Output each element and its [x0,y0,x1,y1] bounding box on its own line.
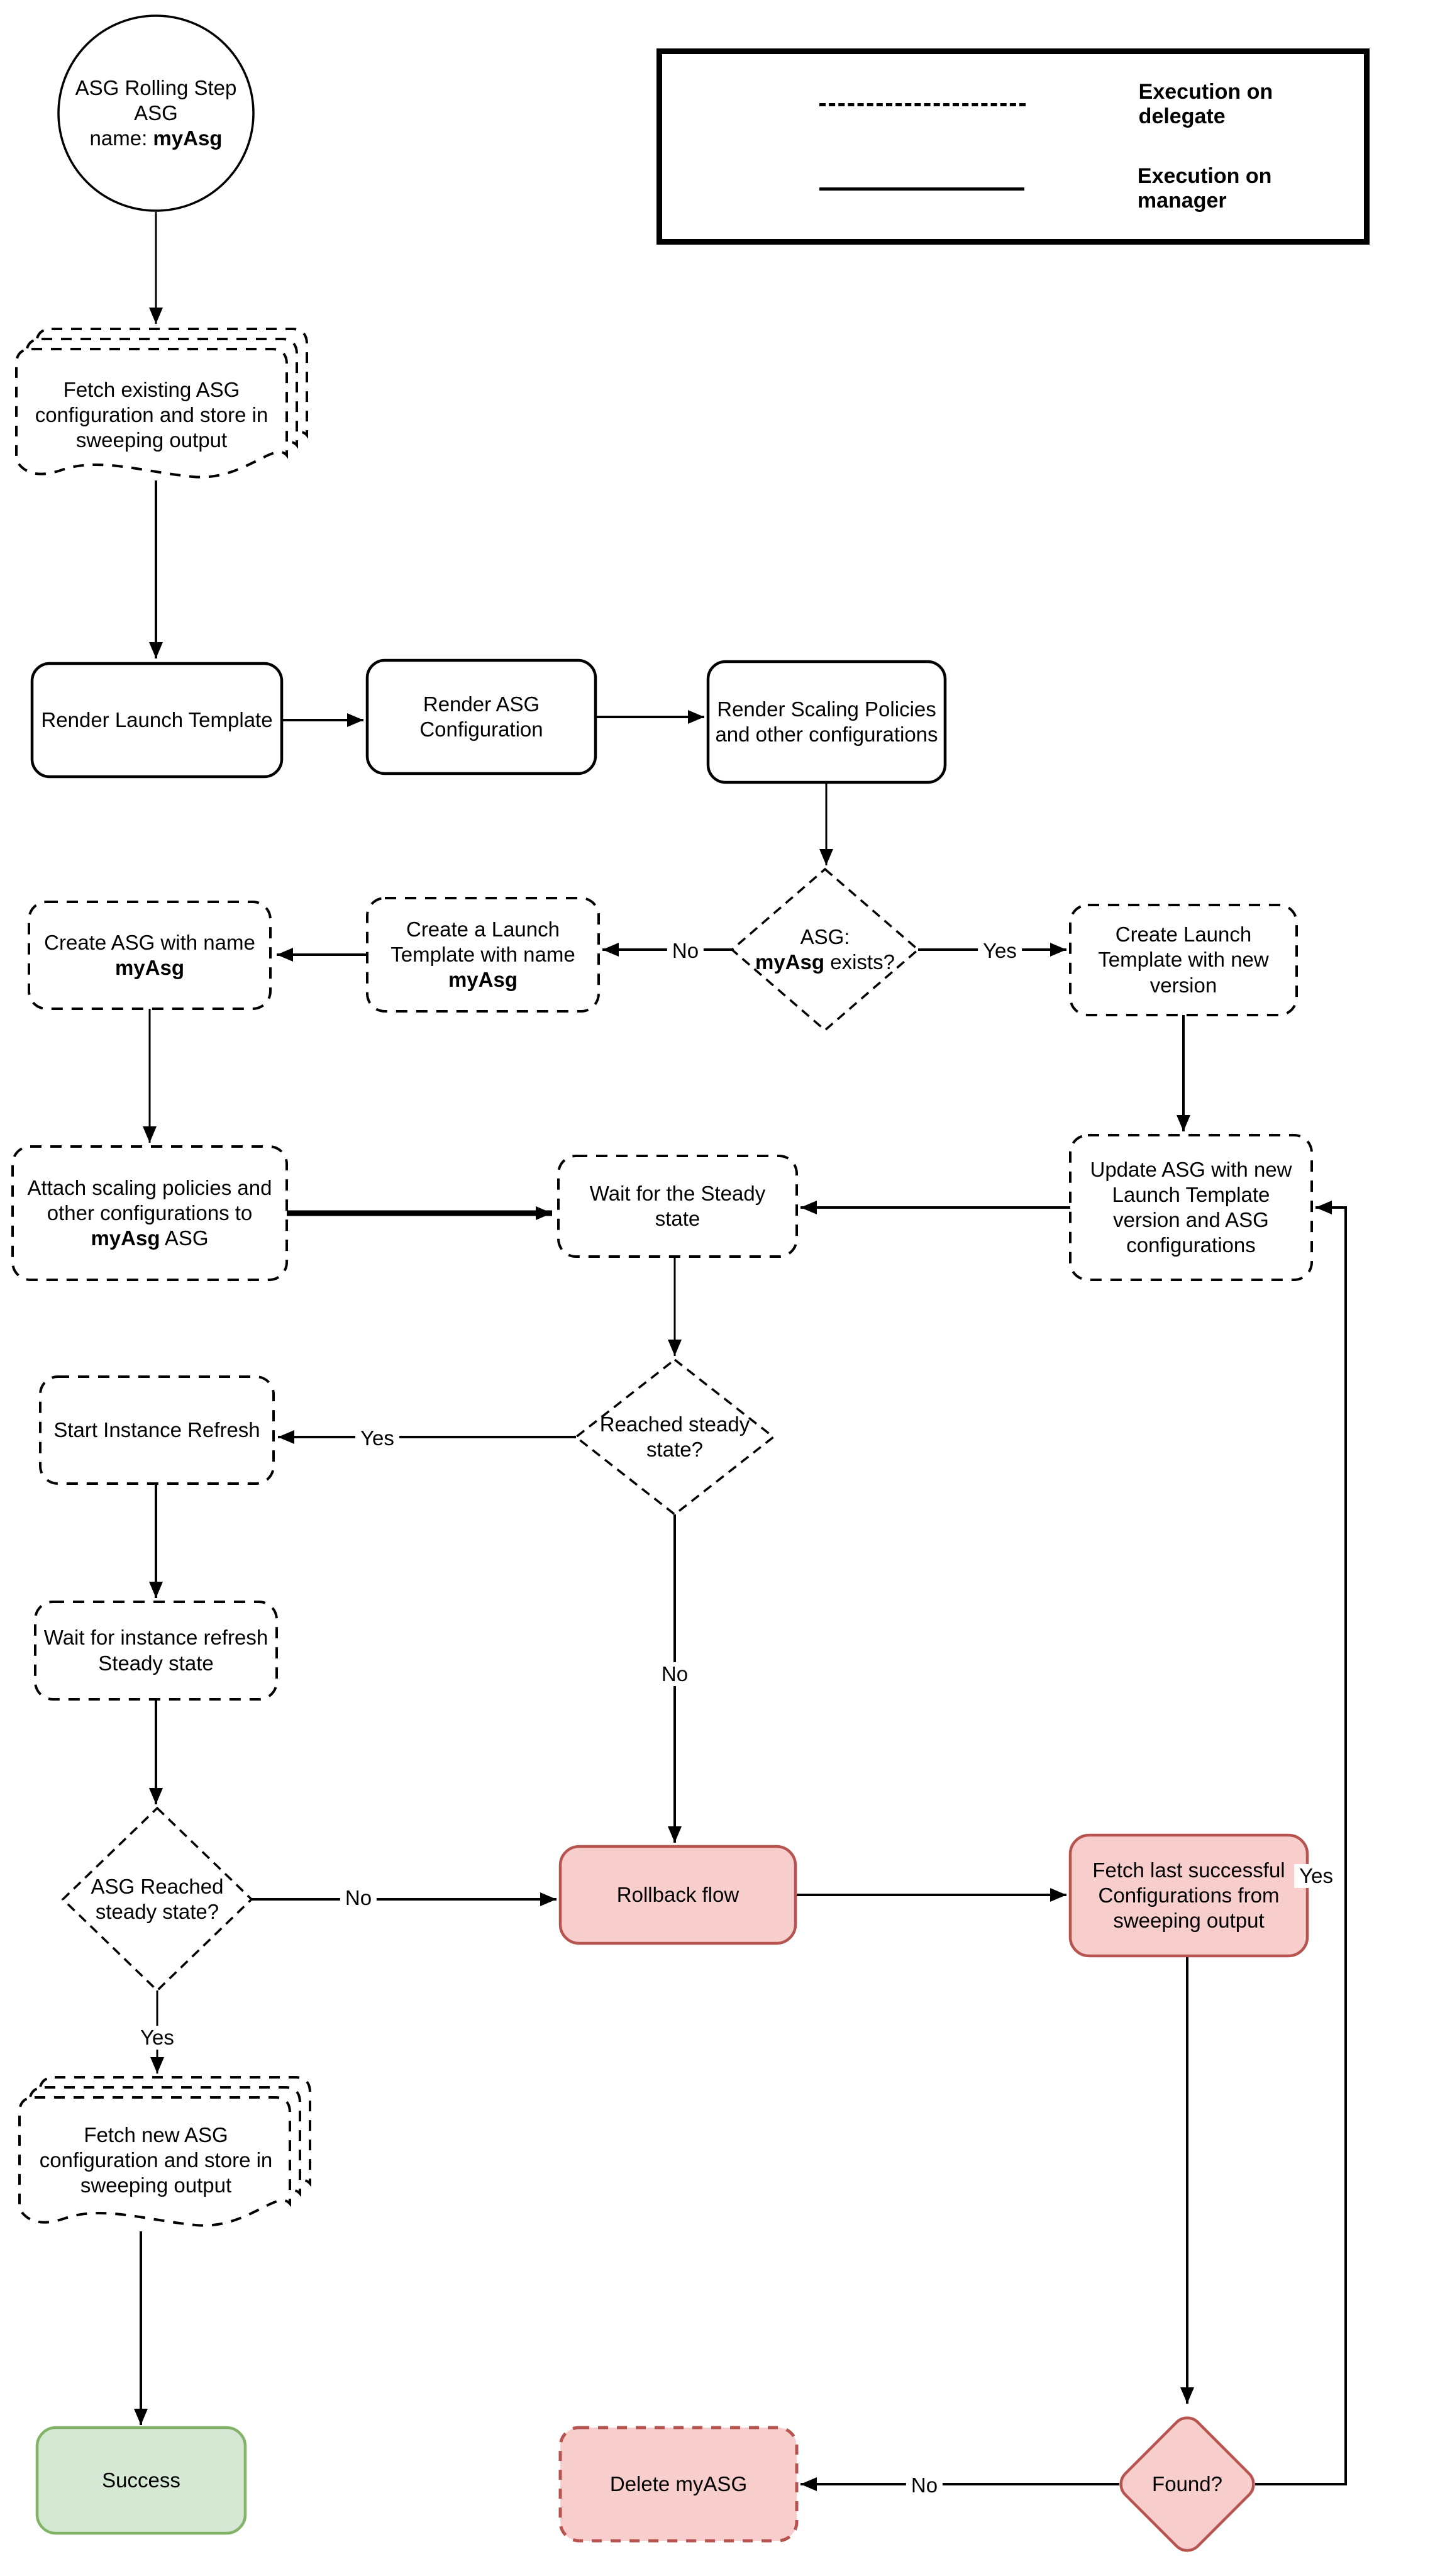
node-wait-steady [557,1155,798,1258]
node-reached-steady-diamond [574,1358,775,1516]
solid-line-sample [819,187,1024,191]
node-wait-instance-refresh [34,1601,278,1701]
node-update-asg [1069,1134,1313,1281]
node-create-asg [28,901,272,1010]
node-create-launch-new-version [1069,904,1298,1016]
legend: Execution on delegate Execution on manag… [656,48,1370,245]
node-fetch-last-successful [1068,1833,1309,1958]
node-render-asg-configuration [365,658,597,775]
node-render-launch-template [30,662,284,779]
node-rollback [558,1845,797,1945]
node-create-launch-template [366,897,600,1013]
node-attach-scaling [11,1145,288,1281]
node-start-circle [57,14,255,212]
node-render-scaling-policies [706,660,947,784]
edge-found-yes [1255,1201,1347,2485]
node-success [35,2426,247,2535]
node-delete-myasg [558,2426,799,2543]
node-asg-reached-diamond [61,1806,253,1992]
node-fetch-existing [15,328,308,479]
node-found-diamond [1119,2416,1255,2552]
node-start-instance-refresh [39,1375,275,1485]
node-fetch-new-asg [18,2076,311,2227]
legend-label-delegate: Execution on delegate [1138,80,1273,128]
node-asg-exists-diamond [730,867,920,1032]
dashed-line-sample [819,103,1026,106]
edges [134,212,1347,2491]
legend-row-delegate: Execution on delegate [819,80,1364,129]
legend-label-manager: Execution on manager [1137,164,1272,213]
legend-row-manager: Execution on manager [819,164,1364,213]
